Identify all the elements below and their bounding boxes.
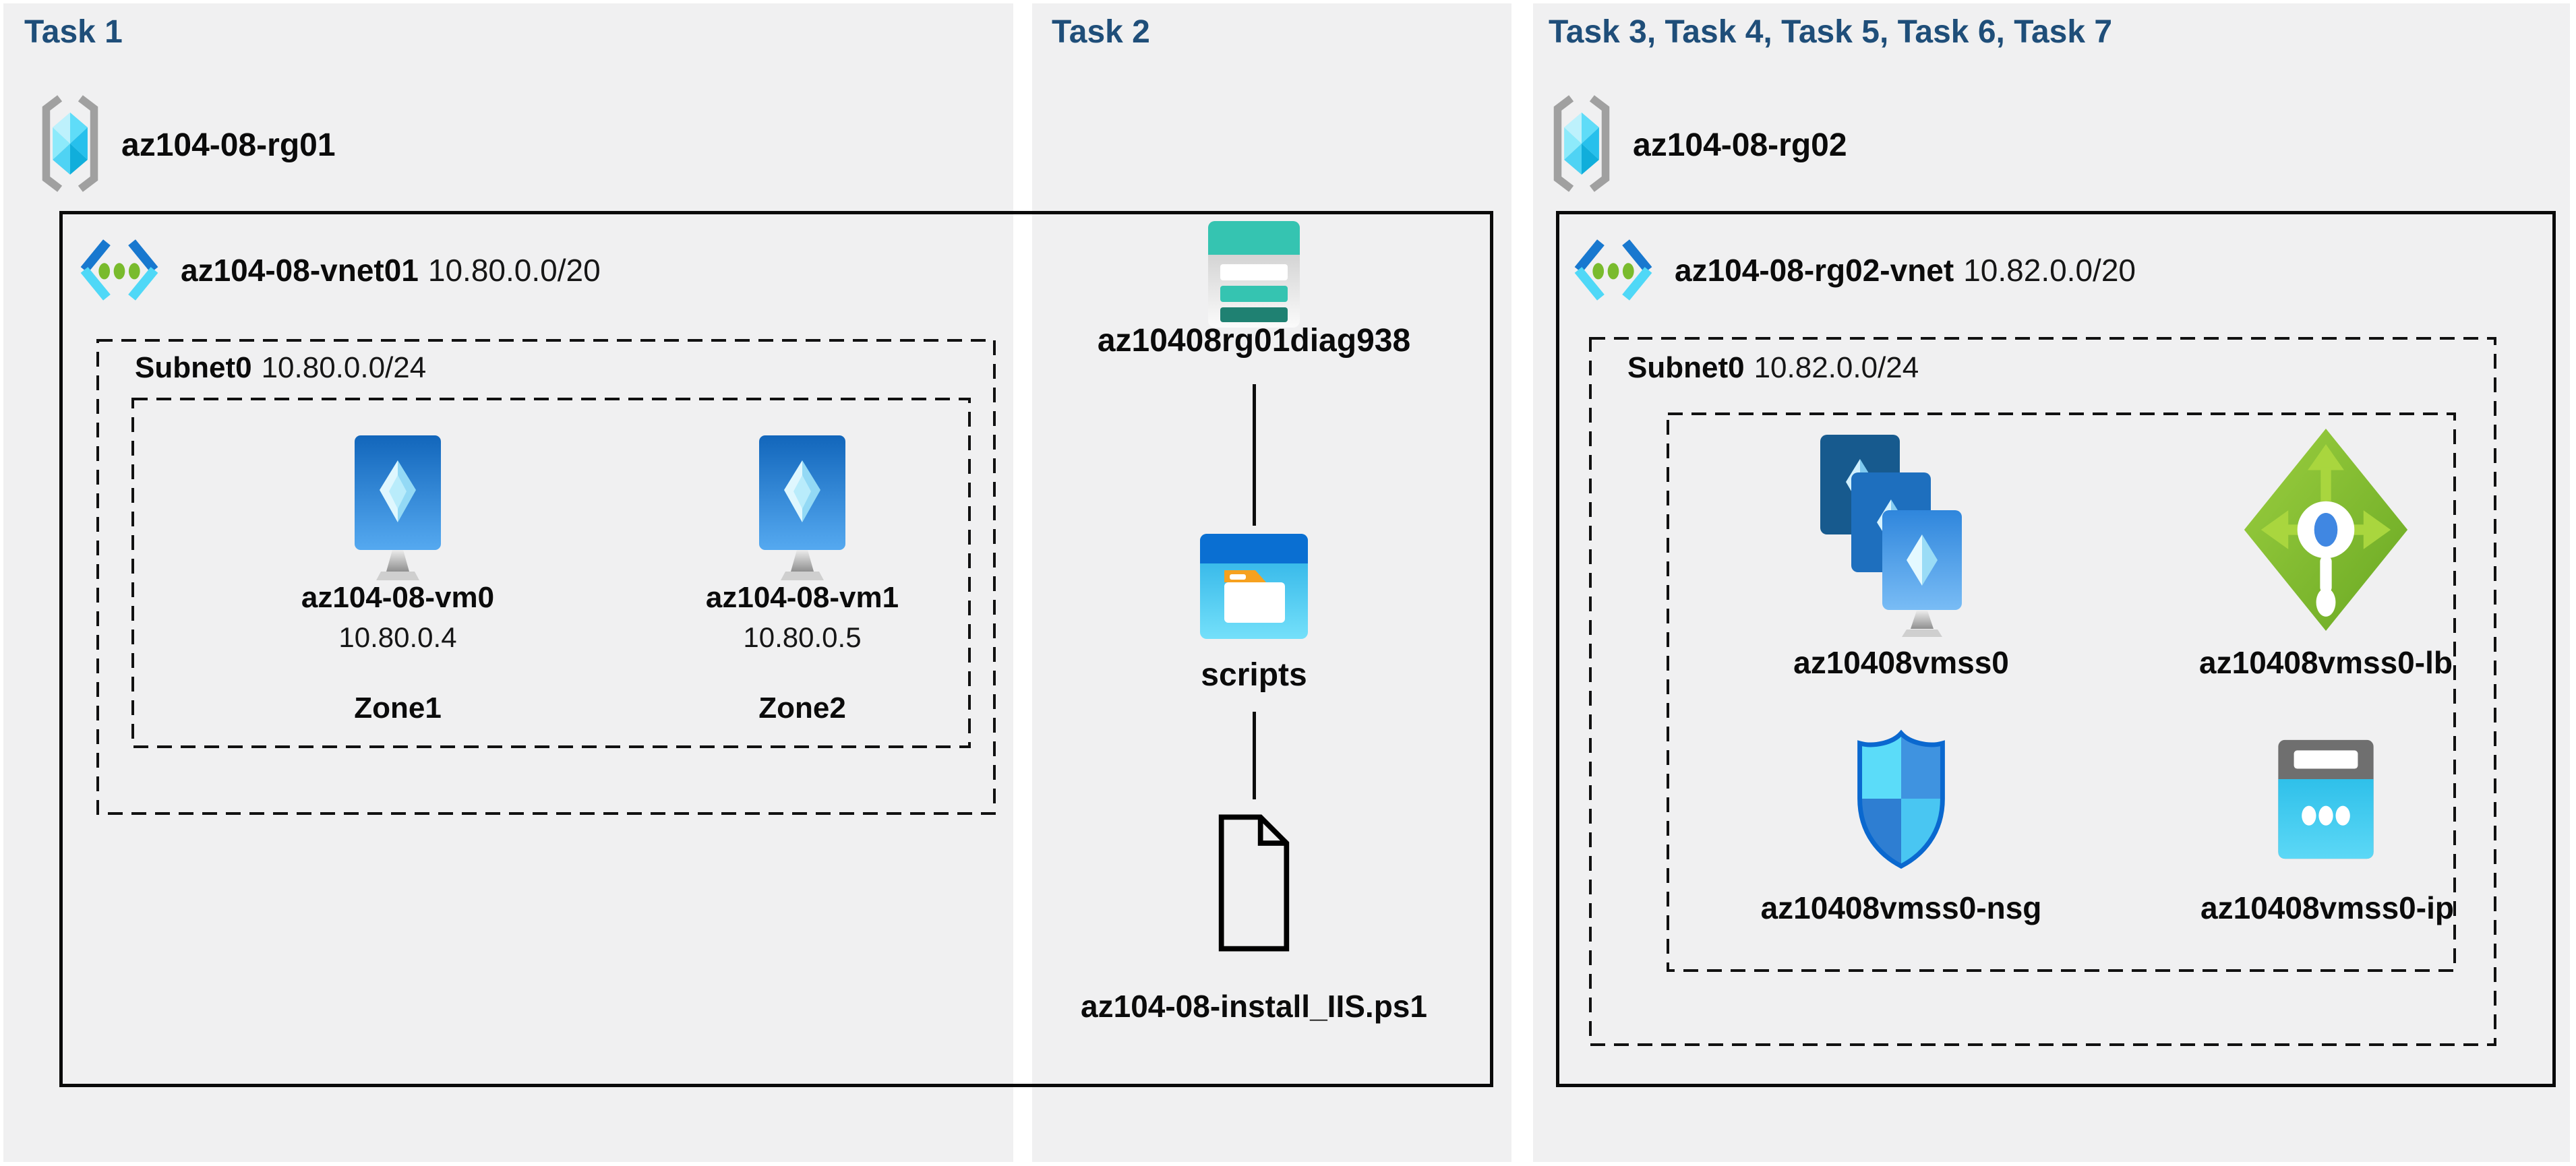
- vnet2-boundary-box: [1556, 211, 2556, 1087]
- subnet-label: Subnet0 10.82.0.0/24: [1627, 351, 1919, 385]
- vm-ip: 10.80.0.5: [743, 621, 862, 653]
- vmss-group-dashed-box: [1667, 412, 2456, 972]
- vm-name: az104-08-vm0: [301, 581, 495, 614]
- subnet-name: Subnet0: [1627, 351, 1745, 384]
- vnet1-boundary-box: [59, 211, 1493, 1087]
- connector-line: [1253, 712, 1256, 799]
- load-balancer-name: az10408vmss0-lb: [2199, 645, 2453, 680]
- task1-title: Task 1: [24, 14, 123, 50]
- subnet-cidr: 10.82.0.0/24: [1754, 351, 1919, 384]
- vnet-cidr: 10.80.0.0/20: [427, 253, 601, 288]
- vm-ip: 10.80.0.4: [338, 621, 457, 653]
- network-security-group-icon: [1857, 729, 1945, 869]
- script-file-name: az104-08-install_IIS.ps1: [1081, 989, 1427, 1024]
- virtual-network-icon: [80, 239, 158, 301]
- virtual-machine-icon: [355, 435, 441, 580]
- vm-scale-set-icon: [1820, 435, 1962, 637]
- resource-group-name: az104-08-rg01: [121, 127, 336, 163]
- vmss-name: az10408vmss0: [1793, 645, 2009, 680]
- subnet1-dashed-box: [96, 339, 996, 815]
- subnet2-dashed-box: [1589, 337, 2496, 1046]
- resource-group-icon: [42, 95, 98, 192]
- task3-7-panel: [1533, 3, 2570, 1162]
- resource-group-name: az104-08-rg02: [1633, 127, 1847, 163]
- public-ip-name: az10408vmss0-ip: [2200, 890, 2454, 925]
- subnet-label: Subnet0 10.80.0.0/24: [135, 351, 426, 385]
- vm-zone: Zone1: [354, 692, 442, 725]
- vnet-label: az104-08-rg02-vnet 10.82.0.0/20: [1675, 252, 2136, 288]
- nsg-name: az10408vmss0-nsg: [1760, 890, 2042, 925]
- load-balancer-icon: [2244, 429, 2408, 631]
- connector-line: [1253, 384, 1256, 526]
- resource-group-icon: [1553, 95, 1610, 192]
- vnet-cidr: 10.82.0.0/20: [1963, 253, 2136, 288]
- subnet-name: Subnet0: [135, 351, 252, 384]
- vnet-name: az104-08-vnet01: [181, 253, 419, 288]
- blob-container-icon: [1200, 534, 1308, 639]
- vm-zone: Zone2: [758, 692, 846, 725]
- task2-title: Task 2: [1052, 14, 1150, 50]
- storage-account-name: az10408rg01diag938: [1097, 323, 1411, 359]
- vnet-name: az104-08-rg02-vnet: [1675, 253, 1954, 288]
- script-file-icon: [1218, 814, 1290, 952]
- virtual-network-icon: [1574, 239, 1652, 301]
- vm-name: az104-08-vm1: [705, 581, 899, 614]
- vm-group-dashed-box: [131, 398, 971, 748]
- virtual-machine-icon: [759, 435, 845, 580]
- storage-account-icon: [1208, 221, 1300, 328]
- public-ip-icon: [2278, 739, 2374, 859]
- task1-panel: [3, 3, 1013, 1162]
- container-name: scripts: [1201, 657, 1307, 693]
- task3-7-title: Task 3, Task 4, Task 5, Task 6, Task 7: [1549, 14, 2113, 50]
- subnet-cidr: 10.80.0.0/24: [261, 351, 427, 384]
